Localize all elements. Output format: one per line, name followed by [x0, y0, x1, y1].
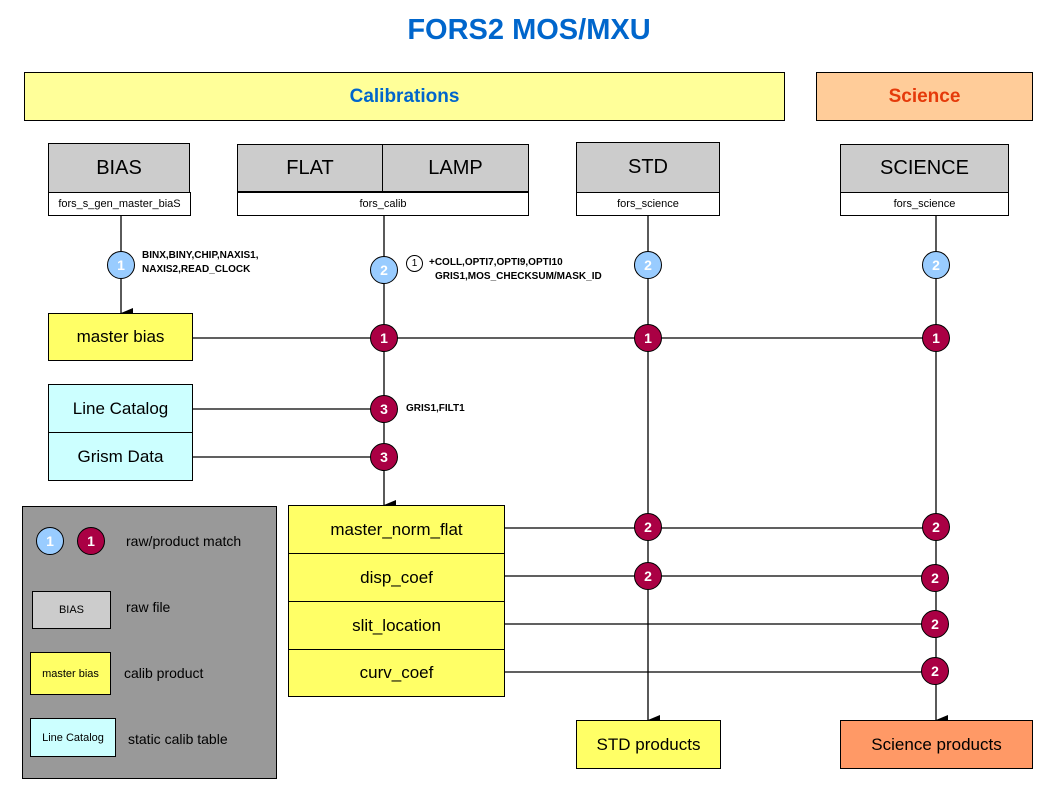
calib-keyword-ref: 1 — [406, 255, 423, 272]
std-master-bias-badge: 1 — [634, 324, 662, 352]
legend-match-label: raw/product match — [126, 533, 242, 549]
master-bias-product: master bias — [48, 313, 193, 361]
line-catalog-table: Line Catalog — [48, 384, 193, 433]
calib-grism-data-badge: 3 — [370, 443, 398, 471]
calibrations-banner: Calibrations — [24, 72, 785, 121]
lamp-raw-frame: LAMP — [382, 144, 529, 192]
disp-coef-product: disp_coef — [288, 553, 505, 602]
legend-static-sample: Line Catalog — [30, 718, 116, 757]
curv-coef-product: curv_coef — [288, 649, 505, 697]
science-recipe: fors_science — [840, 192, 1009, 216]
science-raw-frame: SCIENCE — [840, 144, 1009, 193]
calib-line-catalog-badge: 3 — [370, 395, 398, 423]
legend-calib-label: calib product — [124, 665, 204, 681]
science-products: Science products — [840, 720, 1033, 769]
calib-keywords: +COLL,OPTI7,OPTI9,OPTI10 GRIS1,MOS_CHECK… — [429, 256, 602, 284]
std-norm-flat-badge: 2 — [634, 513, 662, 541]
calib-keywords-line2: GRIS1,MOS_CHECKSUM/MASK_ID — [435, 271, 602, 282]
science-slit-location-badge: 2 — [921, 610, 949, 638]
grism-data-table: Grism Data — [48, 432, 193, 481]
std-recipe: fors_science — [576, 192, 720, 216]
line-catalog-keywords: GRIS1,FILT1 — [406, 403, 465, 414]
std-raw-match-badge: 2 — [634, 251, 662, 279]
legend-raw-match-icon: 1 — [36, 527, 64, 555]
science-banner: Science — [816, 72, 1033, 121]
legend-calib-sample: master bias — [30, 652, 111, 695]
page-title: FORS2 MOS/MXU — [407, 14, 651, 46]
std-products: STD products — [576, 720, 721, 769]
bias-raw-match-badge: 1 — [107, 251, 135, 279]
legend-raw-sample: BIAS — [32, 591, 111, 629]
science-disp-coef-badge: 2 — [921, 564, 949, 592]
science-raw-match-badge: 2 — [922, 251, 950, 279]
bias-keywords-line2: NAXIS2,READ_CLOCK — [142, 264, 251, 275]
calib-master-bias-badge: 1 — [370, 324, 398, 352]
science-master-bias-badge: 1 — [922, 324, 950, 352]
science-norm-flat-badge: 2 — [922, 513, 950, 541]
flat-raw-frame: FLAT — [237, 144, 383, 192]
std-disp-coef-badge: 2 — [634, 562, 662, 590]
bias-keywords: BINX,BINY,CHIP,NAXIS1, NAXIS2,READ_CLOCK — [142, 249, 259, 277]
std-raw-frame: STD — [576, 142, 720, 193]
legend-product-match-icon: 1 — [77, 527, 105, 555]
master-norm-flat-product: master_norm_flat — [288, 505, 505, 554]
legend-static-label: static calib table — [128, 731, 228, 747]
slit-location-product: slit_location — [288, 601, 505, 650]
calib-keywords-line1: +COLL,OPTI7,OPTI9,OPTI10 — [429, 257, 563, 268]
bias-keywords-line1: BINX,BINY,CHIP,NAXIS1, — [142, 250, 259, 261]
bias-recipe: fors_s_gen_master_biaS — [48, 192, 191, 216]
calib-recipe: fors_calib — [237, 191, 529, 216]
legend-raw-label: raw file — [126, 599, 171, 615]
bias-raw-frame: BIAS — [48, 143, 190, 193]
science-curv-coef-badge: 2 — [921, 657, 949, 685]
calib-raw-match-badge: 2 — [370, 256, 398, 284]
